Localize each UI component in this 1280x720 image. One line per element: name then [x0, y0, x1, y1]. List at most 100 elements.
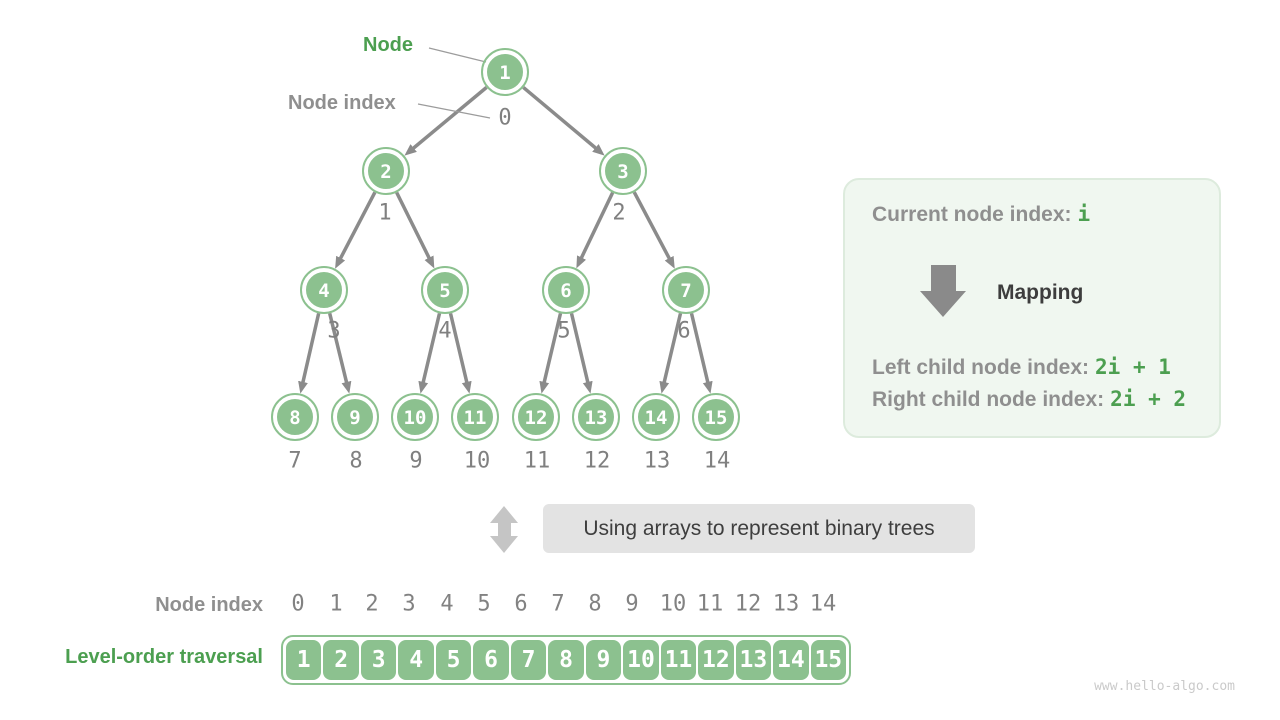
array-cell: 14: [773, 640, 809, 680]
array-index-digit: 13: [772, 591, 800, 617]
array-index-digit: 7: [551, 591, 565, 617]
current-node-index-line: Current node index:i: [872, 202, 1090, 227]
array-cell: 1: [286, 640, 322, 680]
node-index-label: 11: [524, 449, 551, 474]
array-cell: 9: [585, 640, 622, 680]
tree-node: 15: [692, 393, 740, 441]
tree-node: 13: [572, 393, 620, 441]
node-callout-label: Node: [363, 34, 413, 56]
tree-node: 10: [391, 393, 439, 441]
tree-edge: [522, 86, 605, 156]
node-index-label: 14: [704, 449, 731, 474]
node-index-label: 12: [584, 449, 611, 474]
array-cell: 10: [623, 640, 659, 680]
array-index-digit: 8: [588, 591, 602, 617]
tree-node: 12: [512, 393, 560, 441]
node-value: 3: [617, 161, 628, 183]
array-cell: 11: [660, 640, 697, 680]
tree-edge: [539, 312, 563, 394]
node-value: 5: [439, 280, 450, 302]
array-index-digit: 0: [291, 591, 305, 617]
node-value: 14: [645, 407, 668, 429]
tree-node: 7: [662, 266, 710, 314]
node-index-label: 8: [349, 449, 362, 474]
array-index-digit: 3: [402, 591, 416, 617]
node-index-label: 10: [464, 449, 491, 474]
tree-edge: [298, 313, 321, 394]
node-index-callout-label: Node index: [288, 92, 396, 114]
node-index-label: 5: [557, 319, 570, 344]
array-cell: 13: [735, 640, 772, 680]
tree-edge: [395, 191, 435, 269]
array-index-digit: 1: [329, 591, 343, 617]
caption-text: Using arrays to represent binary trees: [583, 516, 935, 540]
node-index-label: 2: [612, 201, 625, 226]
node-index-label: 6: [677, 319, 690, 344]
node-value: 6: [560, 280, 571, 302]
tree-edge: [659, 312, 683, 394]
down-arrow-icon: [920, 265, 966, 317]
level-order-traversal-label: Level-order traversal: [65, 646, 263, 668]
node-index-label: 3: [327, 319, 340, 344]
node-value: 4: [318, 280, 329, 302]
tree-node: 9: [331, 393, 379, 441]
node-value: 13: [585, 407, 608, 429]
tree-node: 1: [481, 48, 529, 96]
callout-line: [417, 103, 491, 119]
node-value: 11: [464, 407, 487, 429]
callout-line: [428, 47, 487, 63]
array-index-digit: 11: [696, 591, 724, 617]
left-child-index-value: 2i + 1: [1095, 355, 1171, 379]
right-child-index-value: 2i + 2: [1110, 387, 1187, 411]
left-child-index-label: Left child node index:: [872, 356, 1090, 379]
tree-edge: [335, 191, 377, 269]
array-cell: 6: [473, 640, 509, 680]
node-index-label: 7: [288, 449, 301, 474]
array-index-digit: 4: [440, 591, 454, 617]
array-cell: 7: [510, 640, 547, 680]
tree-node: 3: [599, 147, 647, 195]
node-index-label: 9: [409, 449, 422, 474]
tree-edge: [448, 312, 472, 394]
tree-node: 4: [300, 266, 348, 314]
array-cell: 2: [323, 640, 359, 680]
node-value: 12: [525, 407, 548, 429]
tree-node: 14: [632, 393, 680, 441]
tree-node: 11: [451, 393, 499, 441]
index-mapping-panel: Current node index:i Mapping Left child …: [843, 178, 1221, 438]
tree-edge: [404, 86, 488, 156]
array-index-digit: 14: [809, 591, 837, 617]
tree-node: 8: [271, 393, 319, 441]
array-cell: 3: [360, 640, 397, 680]
array-cell: 8: [548, 640, 584, 680]
current-node-index-value: i: [1077, 202, 1091, 226]
node-value: 7: [680, 280, 691, 302]
right-child-index-label: Right child node index:: [872, 388, 1105, 411]
node-index-label: 0: [498, 106, 511, 131]
array-index-digit: 6: [514, 591, 528, 617]
array-index-digit: 10: [659, 591, 687, 617]
tree-edge: [632, 191, 675, 269]
array-index-digit: 2: [365, 591, 379, 617]
node-index-label: 13: [644, 449, 671, 474]
node-value: 1: [499, 62, 510, 84]
array-cell: 15: [810, 640, 847, 680]
tree-edge: [327, 312, 352, 394]
node-index-label: 1: [378, 201, 391, 226]
node-value: 15: [705, 407, 728, 429]
up-down-arrow-icon: [490, 506, 518, 553]
tree-node: 2: [362, 147, 410, 195]
array-cell: 12: [698, 640, 734, 680]
array-index-digit: 9: [625, 591, 639, 617]
caption-box: Using arrays to represent binary trees: [543, 504, 975, 553]
current-node-index-label: Current node index:: [872, 203, 1072, 226]
tree-node: 5: [421, 266, 469, 314]
array-index-digit: 12: [734, 591, 762, 617]
node-value: 8: [289, 407, 300, 429]
tree-edge: [418, 312, 442, 394]
watermark: www.hello-algo.com: [1094, 679, 1235, 694]
node-index-label: 4: [438, 319, 451, 344]
